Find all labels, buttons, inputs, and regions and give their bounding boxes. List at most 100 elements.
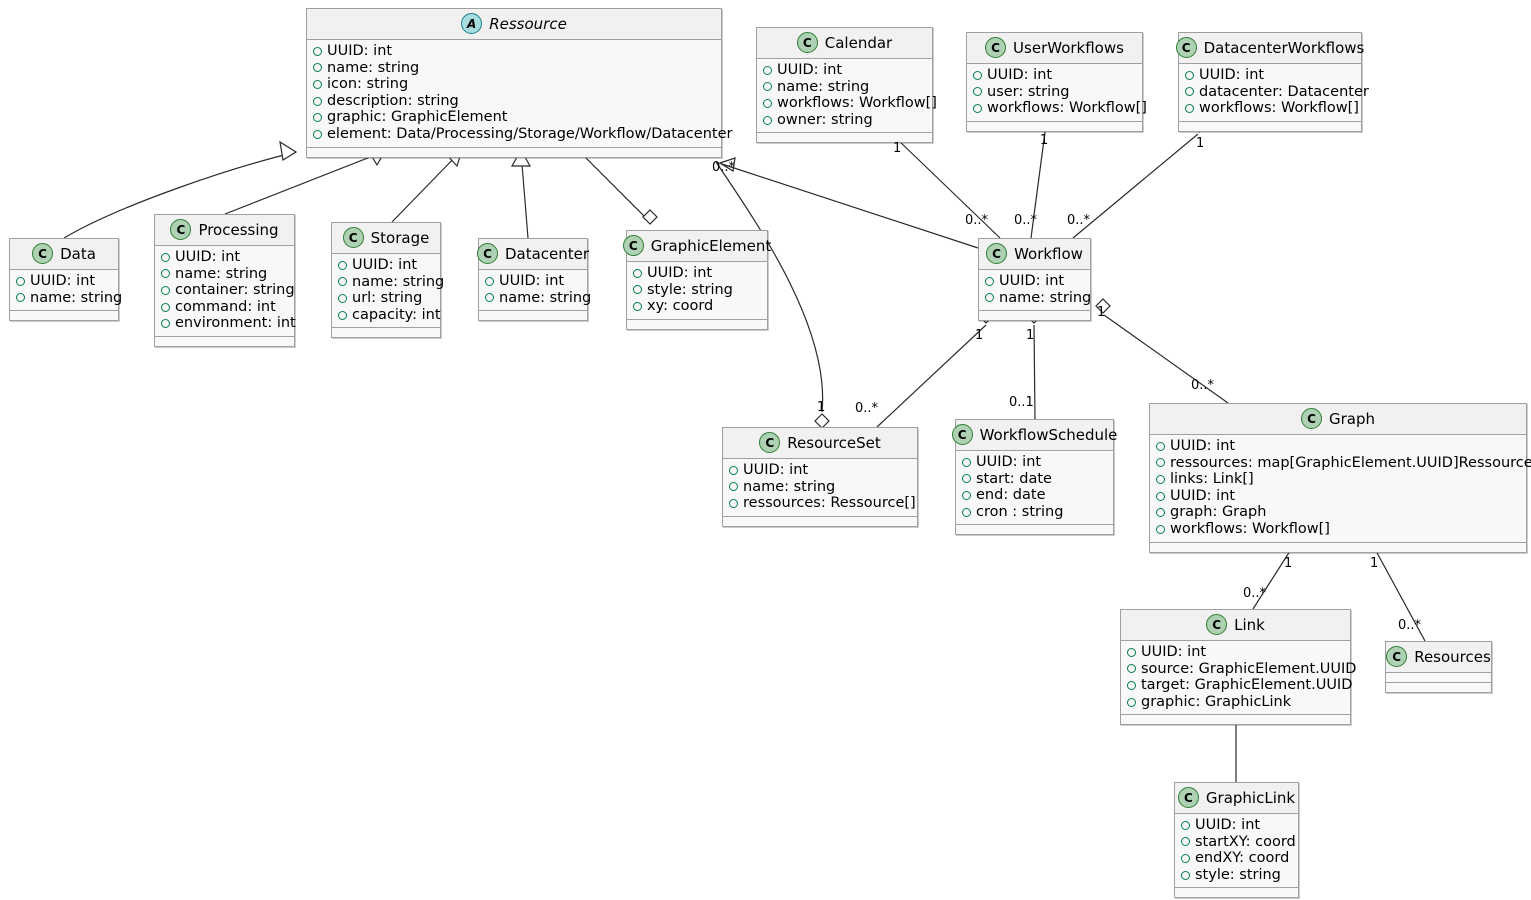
class-name-label: Datacenter xyxy=(504,244,590,263)
multiplicity-label-m-link-0star: 0..* xyxy=(1243,586,1267,601)
attribute-row: xy: coord xyxy=(633,298,761,315)
attribute-row: container: string xyxy=(161,282,295,299)
attribute-label: workflows: Workflow[] xyxy=(777,95,937,112)
attribute-label: name: string xyxy=(30,289,123,306)
public-visibility-icon xyxy=(985,293,994,303)
multiplicity-label-m-wf-rs-1: 1 xyxy=(975,328,984,343)
public-visibility-icon xyxy=(729,498,738,508)
multiplicity-label-m-graph-0star: 0..* xyxy=(1191,378,1215,393)
multiplicity-label-m-wf-cal: 0..* xyxy=(965,213,989,228)
attribute-label: UUID: int xyxy=(499,273,565,289)
attribute-row: UUID: int xyxy=(161,249,288,266)
attribute-label: UUID: int xyxy=(647,265,713,281)
attribute-row: element: Data/Processing/Storage/Workflo… xyxy=(313,126,732,143)
attribute-label: xy: coord xyxy=(647,298,714,315)
attribute-row: name: string xyxy=(485,290,591,307)
public-visibility-icon xyxy=(962,474,971,484)
class-name-label: Resources xyxy=(1414,647,1491,666)
class-name-label: DatacenterWorkflows xyxy=(1203,38,1365,57)
attribute-row: links: Link[] xyxy=(1156,471,1520,488)
class-name-label: Ressource xyxy=(489,14,567,33)
attribute-label: UUID: int xyxy=(777,62,843,78)
class-icon: C xyxy=(1300,408,1322,429)
attribute-row: style: string xyxy=(1181,867,1292,884)
class-icon: C xyxy=(622,235,644,256)
public-visibility-icon xyxy=(962,457,971,467)
public-visibility-icon xyxy=(763,115,772,125)
attribute-row: UUID: int xyxy=(985,273,1084,290)
public-visibility-icon xyxy=(485,276,494,286)
attribute-row: name: string xyxy=(313,60,715,77)
attribute-row: workflows: Workflow[] xyxy=(973,100,1147,117)
attribute-label: endXY: coord xyxy=(1195,850,1290,867)
multiplicity-label-m-rs-1: 1 xyxy=(817,400,826,415)
public-visibility-icon xyxy=(1181,820,1190,830)
class-methods-datacenterworkflows xyxy=(1179,120,1361,131)
attribute-label: UUID: int xyxy=(30,273,96,289)
public-visibility-icon xyxy=(973,70,982,80)
multiplicity-label-m-user-1: 1 xyxy=(1040,133,1049,148)
class-icon: C xyxy=(1206,614,1228,635)
attribute-label: cron : string xyxy=(976,503,1064,520)
attribute-label: name: string xyxy=(777,78,870,95)
attribute-row: name: string xyxy=(16,290,122,307)
attribute-row: graphic: GraphicLink xyxy=(1127,694,1344,711)
attribute-label: name: string xyxy=(352,273,445,290)
attribute-label: element: Data/Processing/Storage/Workflo… xyxy=(327,125,733,142)
attribute-label: UUID: int xyxy=(175,249,241,265)
class-methods-link xyxy=(1121,714,1350,725)
attribute-label: name: string xyxy=(175,265,268,282)
attribute-label: graph: Graph xyxy=(1170,504,1267,521)
attribute-row: datacenter: Datacenter xyxy=(1185,84,1369,101)
class-methods-userworkflows xyxy=(967,120,1142,131)
attribute-row: name: string xyxy=(985,290,1091,307)
public-visibility-icon xyxy=(962,507,971,517)
attribute-row: source: GraphicElement.UUID xyxy=(1127,661,1356,678)
multiplicity-label-m-wf-graph-1: 1 xyxy=(1097,305,1106,320)
class-icon: C xyxy=(476,243,498,264)
aggregation-diamond-graphicelement xyxy=(642,209,658,225)
attribute-label: workflows: Workflow[] xyxy=(1199,100,1359,117)
attribute-label: owner: string xyxy=(777,111,873,128)
attribute-label: container: string xyxy=(175,282,295,299)
attribute-row: UUID: int xyxy=(1156,488,1520,505)
class-icon: C xyxy=(951,424,973,445)
public-visibility-icon xyxy=(338,310,347,320)
public-visibility-icon xyxy=(338,277,347,287)
attribute-label: UUID: int xyxy=(987,67,1053,83)
multiplicity-label-m-sched-01: 0..1 xyxy=(1009,395,1034,410)
attribute-label: target: GraphicElement.UUID xyxy=(1141,677,1353,694)
public-visibility-icon xyxy=(1185,70,1194,80)
attribute-label: UUID: int xyxy=(352,257,418,273)
generalization-arrow-data xyxy=(279,140,298,161)
attribute-row: UUID: int xyxy=(16,273,112,290)
attribute-label: UUID: int xyxy=(327,43,393,59)
attribute-row: owner: string xyxy=(763,112,926,129)
